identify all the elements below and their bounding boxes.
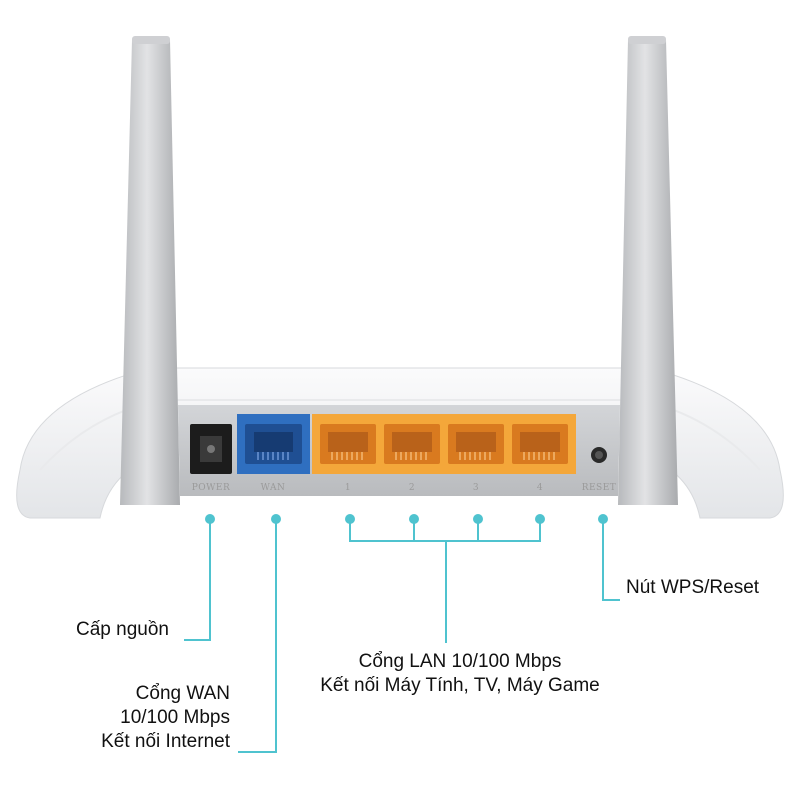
power-callout: Cấp nguồn (76, 619, 169, 640)
wps-leader-line (602, 520, 620, 601)
lan-label-3: 3 (473, 483, 479, 493)
lan-port-4: 4 (512, 424, 568, 493)
power-jack: POWER (190, 424, 232, 493)
reset-label: RESET (582, 483, 617, 493)
power-label: POWER (192, 483, 231, 493)
lan-port-2: 2 (384, 424, 440, 493)
leader-lines (184, 520, 620, 753)
lan-dot-1 (345, 514, 355, 524)
power-leader-line (184, 520, 211, 641)
lan-dot-3 (473, 514, 483, 524)
lan-label-2: 2 (409, 483, 415, 493)
power-dot (205, 514, 215, 524)
wan-label: WAN (261, 483, 286, 493)
lan-ports: 1 2 3 4 (312, 414, 576, 493)
wps-dot (598, 514, 608, 524)
lan-dot-4 (535, 514, 545, 524)
wan-dot (271, 514, 281, 524)
lan-dot-2 (409, 514, 419, 524)
wan-port: WAN (237, 414, 310, 493)
wan-leader-line (238, 520, 277, 753)
lan-label-1: 1 (345, 483, 351, 493)
wps-reset-button: RESET (582, 447, 617, 493)
lan-callout: Cổng LAN 10/100 Mbps Kết nối Máy Tính, T… (300, 650, 620, 698)
lan-label-4: 4 (537, 483, 543, 493)
lan-callout-line-2: Kết nối Máy Tính, TV, Máy Game (320, 675, 600, 696)
wan-callout-line-2: 10/100 Mbps (120, 707, 230, 728)
right-antenna (618, 36, 678, 505)
left-antenna (120, 36, 180, 505)
lan-port-1: 1 (320, 424, 376, 493)
leader-dots (205, 514, 608, 524)
lan-bracket-line (349, 520, 541, 542)
lan-callout-line-1: Cổng LAN 10/100 Mbps (358, 651, 562, 672)
wan-callout-line-1: Cổng WAN (135, 683, 230, 704)
wan-callout: Cổng WAN 10/100 Mbps Kết nối Internet (101, 682, 230, 754)
wps-reset-callout: Nút WPS/Reset (626, 577, 760, 598)
wan-callout-line-3: Kết nối Internet (101, 731, 230, 752)
lan-port-3: 3 (448, 424, 504, 493)
